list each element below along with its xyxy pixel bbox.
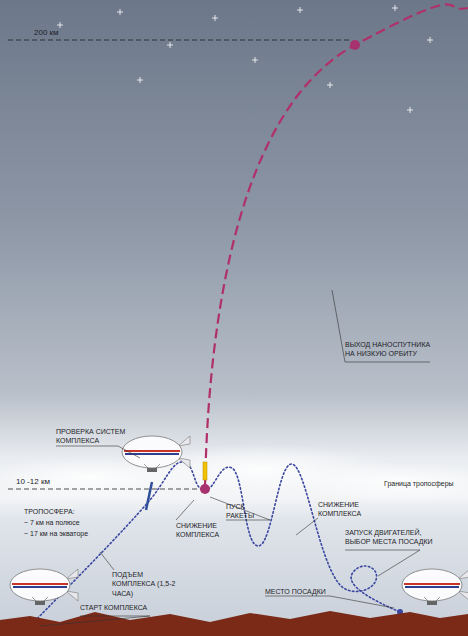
callout-text: ПУСК РАКЕТЫ xyxy=(226,502,272,521)
callout-text: ЗАПУСК ДВИГАТЕЛЕЙ, ВЫБОР МЕСТА ПОСАДКИ xyxy=(345,528,440,547)
rocket xyxy=(203,462,207,480)
star xyxy=(167,42,173,48)
callout-text: ПРОВЕРКА СИСТЕМ КОМПЛЕКСА xyxy=(56,427,126,446)
star xyxy=(212,15,218,21)
airship-trajectory xyxy=(32,462,400,624)
star xyxy=(427,37,433,43)
star xyxy=(117,9,123,15)
star xyxy=(297,7,303,13)
hanging-rocket xyxy=(146,482,152,510)
star xyxy=(57,22,63,28)
altitude-label: 10 -12 км xyxy=(16,477,76,488)
star xyxy=(407,107,413,113)
star xyxy=(327,82,333,88)
star xyxy=(252,57,258,63)
ground xyxy=(0,611,468,636)
note-text: ~ 17 км на экваторе xyxy=(24,529,114,538)
star xyxy=(392,5,398,11)
altitude-label: 200 км xyxy=(34,28,94,39)
airship xyxy=(402,569,468,605)
callout-text: СНИЖЕНИЕ КОМПЛЕКСА xyxy=(176,521,224,540)
clouds xyxy=(0,444,468,502)
note-heading: ТРОПОСФЕРА: xyxy=(24,507,104,516)
altitude-line xyxy=(8,489,200,490)
boundary-label: Граница тропосферы xyxy=(384,479,466,488)
callout-text: ПОДЪЕМ КОМПЛЕКСА (1,5-2 ЧАСА) xyxy=(112,570,184,598)
note-text: ~ 7 км на полюсе xyxy=(24,518,114,527)
callout-text: МЕСТО ПОСАДКИ xyxy=(265,587,335,596)
leader-lines xyxy=(40,290,430,626)
callout-text: СНИЖЕНИЕ КОМПЛЕКСА xyxy=(318,500,378,519)
callout-text: СТАРТ КОМПЛЕКСА xyxy=(80,603,158,612)
stars xyxy=(57,5,433,113)
star xyxy=(137,77,143,83)
rocket-trajectory xyxy=(205,4,468,488)
callout-text: ВЫХОД НАНОСПУТНИКА НА НИЗКУЮ ОРБИТУ xyxy=(345,340,441,359)
altitude-line xyxy=(8,40,352,41)
orbit-point xyxy=(350,40,360,50)
airship xyxy=(10,569,78,605)
launch-point xyxy=(200,484,210,494)
